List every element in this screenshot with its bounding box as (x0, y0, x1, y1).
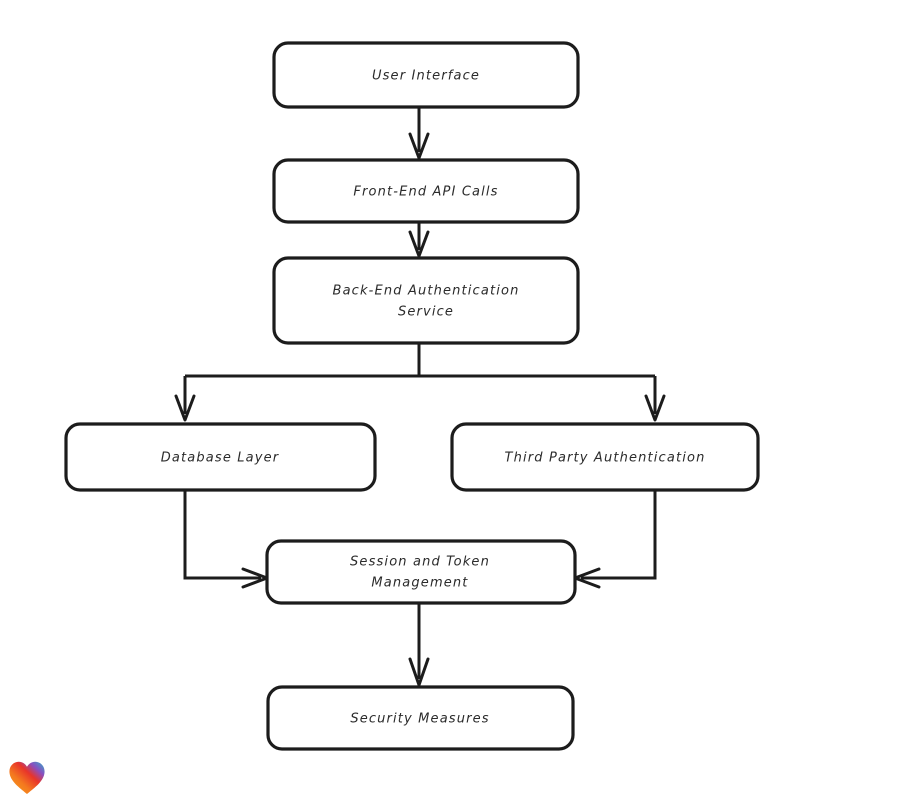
node-session-and-token-management[interactable]: Session and Token Management (265, 539, 577, 605)
node-label-back-end-authentication-service-line2: Service (398, 305, 454, 320)
node-label-user-interface: User Interface (372, 69, 480, 84)
node-box-security-measures[interactable] (266, 685, 575, 751)
node-box-front-end-api-calls[interactable] (272, 158, 580, 224)
edge-backend-to-database (174, 376, 196, 422)
node-security-measures[interactable]: Security Measures (266, 685, 575, 751)
node-label-security-measures: Security Measures (350, 712, 489, 727)
node-database-layer[interactable]: Database Layer (64, 422, 377, 492)
node-label-session-and-token-management-line1: Session and Token (350, 555, 490, 570)
node-third-party-authentication[interactable]: Third Party Authentication (450, 422, 760, 492)
node-box-session-and-token-management[interactable] (265, 539, 577, 605)
edge-ui-to-api (408, 108, 430, 160)
node-label-back-end-authentication-service-line1: Back-End Authentication (333, 284, 520, 299)
node-back-end-authentication-service[interactable]: Back-End Authentication Service (272, 256, 580, 345)
node-label-third-party-authentication: Third Party Authentication (505, 451, 706, 466)
node-box-back-end-authentication-service[interactable] (272, 256, 580, 345)
node-label-session-and-token-management-line2: Management (371, 576, 468, 591)
heart-icon (9, 761, 45, 795)
edge-backend-to-branch-bar (185, 344, 655, 378)
node-user-interface[interactable]: User Interface (272, 41, 580, 109)
node-label-front-end-api-calls: Front-End API Calls (353, 185, 498, 200)
node-label-database-layer: Database Layer (161, 451, 280, 466)
edge-backend-to-thirdparty (644, 376, 666, 422)
node-box-database-layer[interactable] (64, 422, 377, 492)
node-box-user-interface[interactable] (272, 41, 580, 109)
edge-database-to-session (183, 491, 269, 589)
edge-session-to-security (408, 604, 430, 687)
node-front-end-api-calls[interactable]: Front-End API Calls (272, 158, 580, 224)
node-box-third-party-authentication[interactable] (450, 422, 760, 492)
edge-thirdparty-to-session (573, 491, 657, 589)
edge-api-to-backend (408, 223, 430, 258)
